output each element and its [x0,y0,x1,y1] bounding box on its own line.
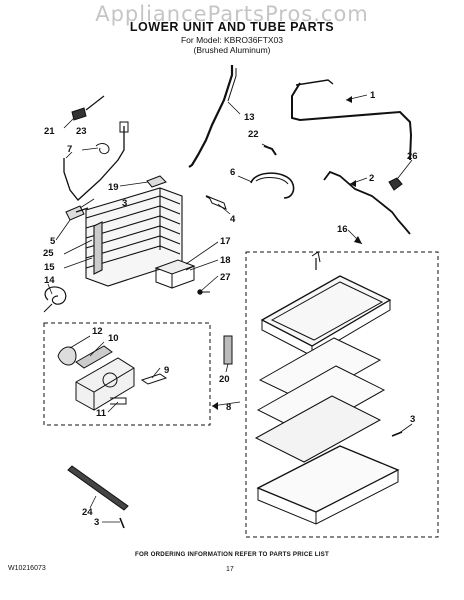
finish-line: (Brushed Aluminum) [193,45,271,55]
callout-2: 2 [369,173,374,184]
callout-16: 16 [337,224,348,235]
callout-9: 9 [164,365,169,376]
callout-3-c: 3 [94,517,99,528]
callout-1: 1 [370,90,376,101]
callout-13: 13 [244,112,255,123]
part-21-connector [71,107,87,121]
callout-21: 21 [44,126,55,137]
callout-18: 18 [220,255,231,266]
part-12-fan-blade [57,346,77,366]
part-13-tube [188,65,234,168]
part-18-part [185,265,195,271]
callout-3-b: 3 [410,414,415,425]
part-8-fan-assembly [57,345,168,411]
group-box-8 [43,322,211,426]
part-23-clip [95,143,110,155]
callout-labels: 1 2 3 3 3 4 5 6 7 8 9 10 11 12 13 14 15 … [43,90,418,528]
callout-3-a: 3 [122,198,127,209]
part-19-bracket [146,175,167,188]
part-4-part [207,196,227,210]
part-20-part [223,335,233,365]
model-line: For Model: KBRO36FTX03 [180,35,284,45]
callout-14: 14 [44,275,55,286]
part-15-condenser [85,187,183,287]
part-14-cord [44,286,67,305]
callout-12: 12 [92,326,103,337]
part-3-screw-bottom [119,517,125,529]
part-26-clip [388,177,403,191]
part-6-tube [250,172,295,199]
callout-4: 4 [230,214,236,225]
callout-8: 8 [226,402,231,413]
leader-arrows [212,96,362,410]
callout-23: 23 [76,126,87,137]
callout-22: 22 [248,129,259,140]
part-16-drain-pan [254,251,403,525]
part-2-tube [323,170,411,235]
callout-6: 6 [230,167,235,178]
callout-25: 25 [43,248,54,259]
doc-number: W10216073 [8,565,46,572]
callout-27: 27 [220,272,231,283]
page-title: LOWER UNIT AND TUBE PARTS [129,20,335,34]
part-22-clip [263,145,277,156]
callout-15: 15 [44,262,55,273]
leader-lines [47,94,413,523]
callout-5: 5 [50,236,56,247]
part-1-tube [291,82,413,161]
callout-26: 26 [407,151,418,162]
ordering-note: FOR ORDERING INFORMATION REFER TO PARTS … [135,551,329,558]
part-5-bracket [65,205,85,221]
part-3-screw-left [75,207,89,213]
callout-19: 19 [108,182,119,193]
part-24-strip [67,465,129,511]
callout-20: 20 [219,374,230,385]
part-7-harness [63,126,125,201]
part-11-bracket [110,397,127,405]
page-number: 17 [226,566,234,573]
callout-7: 7 [67,144,72,155]
callout-17: 17 [220,236,231,247]
callout-10: 10 [108,333,119,344]
callout-24: 24 [82,507,93,518]
watermark: AppliancePartsPros.com [95,2,369,26]
callout-11: 11 [96,408,107,419]
